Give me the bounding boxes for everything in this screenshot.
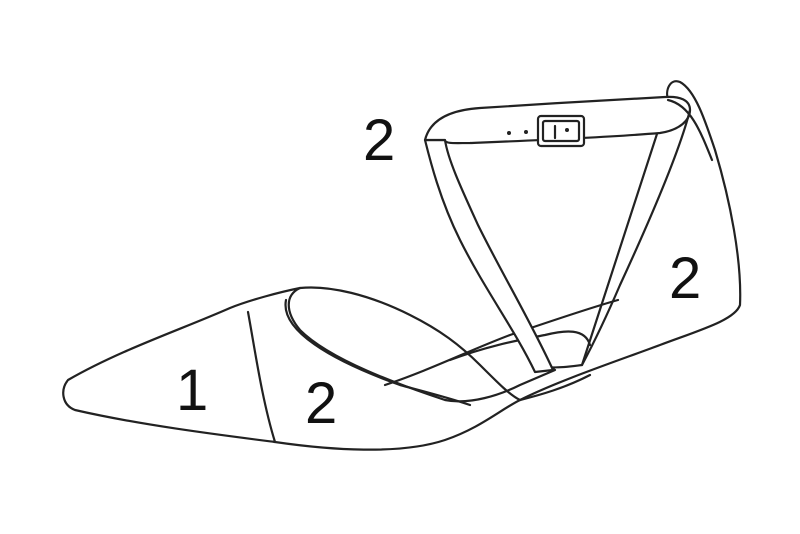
- toe-seam: [246, 310, 277, 444]
- heel-counter-edge: [580, 108, 692, 367]
- part-label-vamp: 2: [305, 371, 338, 436]
- insole-edge: [383, 298, 620, 387]
- part-label-toe-cap: 1: [176, 358, 209, 423]
- part-label-heel-counter: 2: [669, 246, 702, 311]
- insole-edge-2: [448, 330, 592, 362]
- strap-hole-2: [524, 130, 528, 134]
- shoe-outline: [62, 80, 742, 451]
- cross-strap: [423, 138, 555, 374]
- buckle: [536, 114, 586, 148]
- buckle-inner: [541, 119, 581, 143]
- vamp-opening: [298, 286, 522, 402]
- vamp-inner-edge: [284, 298, 472, 407]
- strap-hole-3: [565, 128, 569, 132]
- strap-hole-1: [507, 131, 511, 135]
- heel-back-edge: [666, 98, 714, 162]
- part-label-ankle-strap: 2: [363, 108, 396, 173]
- heel-sole-line: [518, 373, 592, 402]
